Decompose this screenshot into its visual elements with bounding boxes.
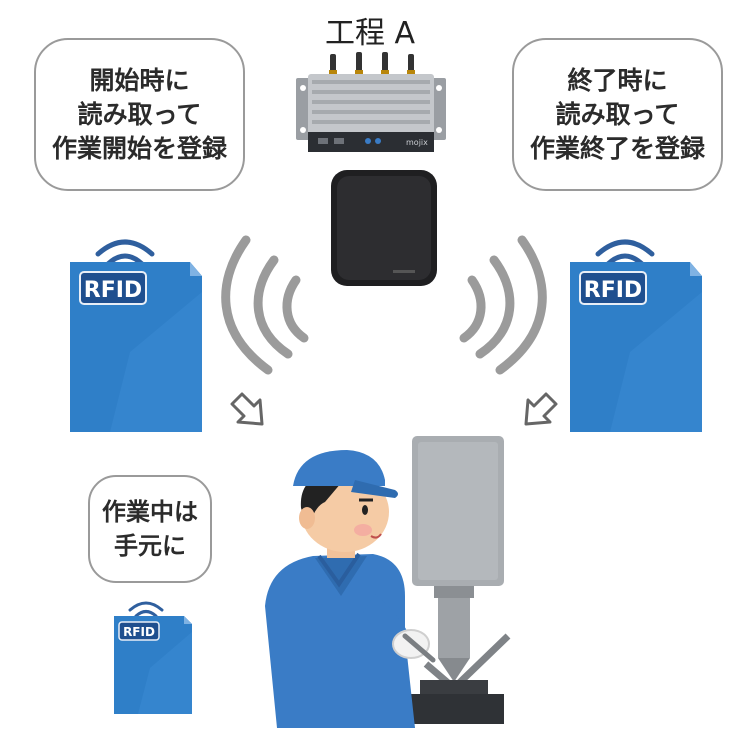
rfid-tag-during-label: RFID — [123, 625, 155, 639]
rfid-tag-end-label: RFID — [584, 278, 642, 303]
arrow-to-reader-icon — [230, 392, 264, 426]
start-bubble-line-1: 開始時に — [89, 65, 190, 95]
worker-illustration — [265, 450, 436, 728]
end-bubble-line-3: 作業終了を登録 — [529, 133, 705, 163]
left-signal-waves — [221, 235, 309, 375]
during-bubble: 作業中は 手元に — [88, 475, 212, 583]
end-bubble-line-2: 読み取って — [555, 99, 680, 129]
start-bubble-line-3: 作業開始を登録 — [51, 133, 227, 163]
rfid-antenna-panel — [331, 170, 437, 286]
start-bubble-line-2: 読み取って — [77, 99, 202, 129]
during-bubble-line-1: 作業中は — [102, 498, 198, 526]
start-bubble: 開始時に 読み取って 作業開始を登録 — [34, 38, 245, 191]
rfid-tag-start-label: RFID — [84, 278, 142, 303]
machine-press — [404, 436, 511, 724]
during-bubble-line-2: 手元に — [114, 532, 186, 560]
process-title: 工程 A — [324, 16, 416, 51]
reader-brand-text: mojix — [406, 138, 428, 147]
rfid-tag-end: RFID — [570, 239, 702, 432]
rfid-reader-controller: mojix — [296, 52, 446, 152]
end-bubble: 終了時に 読み取って 作業終了を登録 — [512, 38, 723, 191]
right-signal-waves — [459, 235, 547, 375]
rfid-tag-during: RFID — [114, 601, 192, 714]
arrow-to-tag-icon — [524, 392, 558, 426]
end-bubble-line-1: 終了時に — [567, 65, 668, 95]
rfid-tag-start: RFID — [70, 239, 202, 432]
